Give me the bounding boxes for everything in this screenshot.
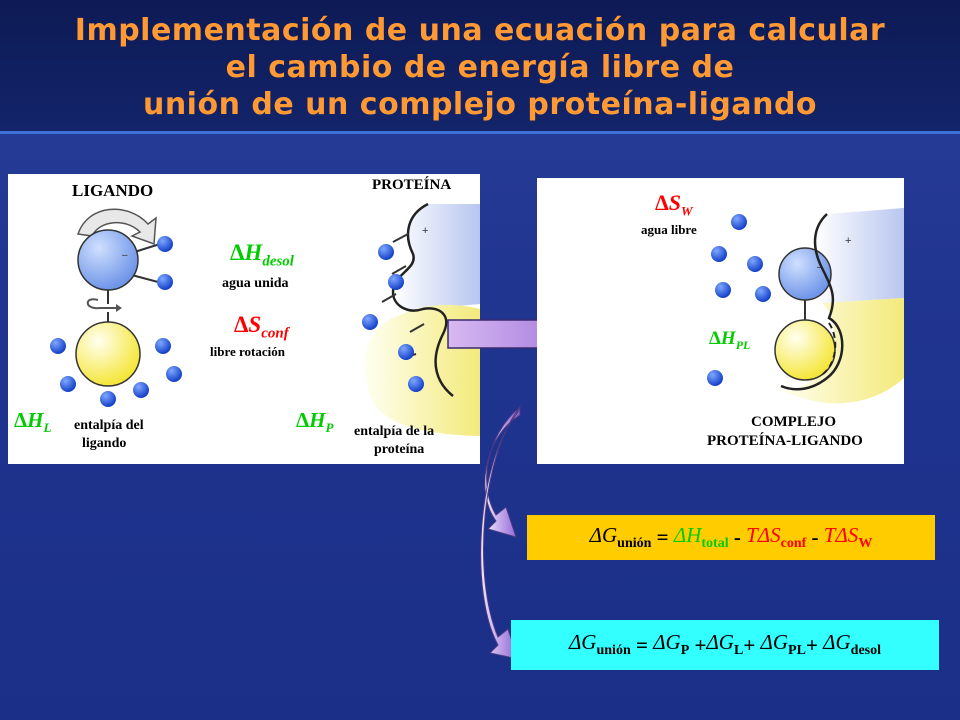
eq1-minus-2: - — [806, 525, 824, 549]
eq2-dg-pl: ΔGPL — [760, 630, 806, 659]
agua-libre-label: agua libre — [641, 222, 697, 237]
svg-text:+: + — [422, 225, 428, 237]
ds-conf-symbol: ΔSconf — [234, 312, 289, 342]
eq1-dh-total: ΔHtotal — [673, 522, 729, 552]
dh-l-symbol: ΔHL — [14, 408, 52, 436]
dh-p-symbol: ΔHP — [296, 408, 334, 436]
water-molecule — [362, 314, 378, 330]
equation-1-box: ΔGunión = ΔHtotal - TΔSconf - TΔSW — [527, 515, 935, 560]
eq2-dg: ΔGunión — [568, 630, 631, 659]
protein-outline — [391, 202, 454, 397]
left-panel: – + LIGANDO PROTEÍNA ΔHdesol agua — [8, 174, 480, 464]
water-molecule — [157, 236, 173, 252]
right-panel: – + ΔSW agua libre ΔHPL COMPLEJO PROTEÍN… — [537, 178, 904, 464]
complex-ligand-blue-sphere — [778, 247, 832, 301]
eq2-equals: = — [630, 632, 654, 657]
complejo-label-line-2: PROTEÍNA-LIGANDO — [707, 433, 863, 449]
svg-text:–: – — [817, 262, 823, 273]
dh-pl-symbol: ΔHPL — [709, 328, 751, 352]
ligando-label: LIGANDO — [72, 181, 154, 200]
eq1-tds-conf: TΔSconf — [746, 522, 807, 552]
complex-protein-blue-region — [815, 208, 904, 303]
water-molecule — [133, 382, 149, 398]
water-molecule — [715, 282, 731, 298]
eq2-plus-3: + — [805, 632, 824, 657]
proteina-label: PROTEÍNA — [372, 177, 452, 193]
complex-protein-outline — [780, 213, 844, 391]
water-molecule — [50, 338, 66, 354]
water-molecule — [388, 274, 404, 290]
eq2-plus-1: + — [689, 632, 707, 657]
water-molecule — [398, 344, 414, 360]
eq1-equals: = — [651, 525, 674, 549]
ligand-yellow-sphere — [75, 321, 141, 387]
water-molecule — [60, 376, 76, 392]
water-molecule — [707, 370, 723, 386]
agua-unida-label: agua unida — [222, 276, 289, 291]
water-molecule — [755, 286, 771, 302]
eq1-minus-1: - — [728, 525, 747, 549]
ds-w-symbol: ΔSW — [655, 190, 693, 219]
svg-text:+: + — [845, 235, 851, 247]
eq2-plus-2: + — [743, 632, 761, 657]
connector-arrows-icon — [480, 405, 521, 660]
title-band — [0, 0, 960, 132]
slide-title: Implementación de una ecuación para calc… — [0, 12, 960, 123]
complex-protein-yellow-region — [777, 298, 904, 404]
title-line-3: unión de un complejo proteína-ligando — [142, 87, 818, 122]
eq2-dg-l: ΔGL — [706, 630, 744, 659]
water-molecule — [166, 366, 182, 382]
eq1-tds-w: TΔSW — [823, 522, 873, 552]
rotation-arrow-icon — [77, 208, 157, 246]
libre-rotacion-label: libre rotación — [210, 344, 285, 359]
entalpia-ligando-line-1: entalpía del — [74, 418, 144, 433]
right-panel-illustration: – + — [707, 208, 904, 404]
water-molecule — [731, 214, 747, 230]
title-line-1: Implementación de una ecuación para calc… — [74, 13, 886, 48]
dh-desol-symbol: ΔHdesol — [230, 240, 294, 270]
water-molecule — [157, 274, 173, 290]
water-molecule — [711, 246, 727, 262]
entalpia-proteina-line-1: entalpía de la — [354, 424, 435, 439]
eq2-dg-p: ΔGP — [653, 630, 690, 659]
ligand-blue-sphere — [77, 229, 139, 291]
water-molecule — [408, 376, 424, 392]
complejo-label-line-1: COMPLEJO — [751, 414, 836, 430]
eq1-dg: ΔGunión — [589, 522, 652, 552]
bond-rotation-icon — [86, 298, 120, 310]
eq2-dg-desol: ΔGdesol — [823, 630, 881, 659]
water-molecule — [378, 244, 394, 260]
water-molecule — [747, 256, 763, 272]
title-line-2: el cambio de energía libre de — [225, 50, 735, 85]
water-molecule — [155, 338, 171, 354]
complex-ligand-yellow-sphere — [774, 319, 836, 381]
water-molecule — [100, 391, 116, 407]
title-divider — [0, 131, 960, 134]
svg-text:–: – — [122, 250, 128, 261]
entalpia-ligando-line-2: ligando — [82, 436, 127, 451]
protein-blue-region — [393, 204, 480, 311]
equation-2-box: ΔGunión = ΔGP + ΔGL + ΔGPL + ΔGdesol — [511, 620, 939, 670]
entalpia-proteina-line-2: proteína — [374, 442, 425, 457]
